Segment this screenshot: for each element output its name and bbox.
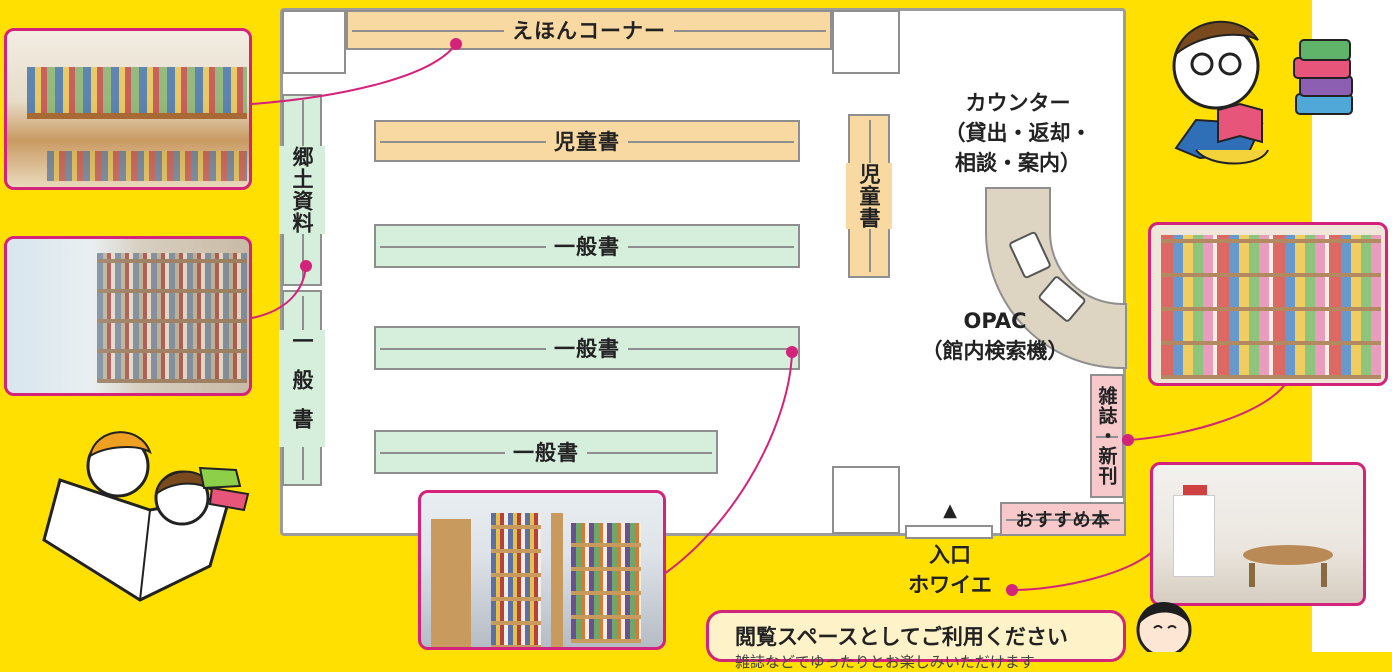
entrance-arrow: ▲ bbox=[943, 500, 957, 521]
counter-line-3: 相談・案内） bbox=[955, 151, 1081, 175]
recommended-label: おすすめ本 bbox=[1015, 510, 1111, 531]
child-reading-illustration bbox=[1172, 20, 1269, 165]
ippan-left-label: 一般書 bbox=[279, 329, 325, 447]
illustrations bbox=[42, 20, 1353, 652]
photo-ippan-shelves bbox=[418, 490, 666, 650]
ippan-row1-label: 一般書 bbox=[546, 231, 628, 261]
recommended-shelf: おすすめ本 bbox=[1000, 502, 1126, 536]
photo-magazines bbox=[1148, 222, 1388, 386]
children-reading-illustration bbox=[42, 431, 250, 602]
marker-dot bbox=[450, 38, 462, 50]
ippan-row2-label: 一般書 bbox=[546, 333, 628, 363]
magazine-label: 雑誌・新刊 bbox=[1095, 386, 1118, 486]
ippan-shelf-row-1: 一般書 bbox=[374, 224, 800, 268]
jidou-shelf-row: 児童書 bbox=[374, 120, 800, 162]
counter-line-1: カウンター bbox=[965, 91, 1071, 115]
marker-dot bbox=[300, 260, 312, 272]
leader-line bbox=[1127, 379, 1289, 441]
entrance-foyer-label: 入口 ホワイエ bbox=[890, 540, 1010, 600]
kyodo-shiryo-shelf: 郷土資料 bbox=[279, 94, 325, 286]
ippan-left-shelf: 一般書 bbox=[279, 290, 325, 486]
ippan-shelf-row-2: 一般書 bbox=[374, 326, 800, 370]
magazine-shelf: 雑誌・新刊 bbox=[1090, 374, 1124, 498]
jidou-row-label: 児童書 bbox=[546, 126, 628, 156]
callout-main-text: 閲覧スペースとしてご利用ください bbox=[735, 625, 1068, 649]
jidou-vertical-label: 児童書 bbox=[846, 163, 892, 229]
tablet-icon[interactable] bbox=[1009, 231, 1051, 279]
leader-line bbox=[251, 265, 307, 319]
map-drawing bbox=[251, 43, 1289, 591]
photo-ehon-corner bbox=[4, 28, 252, 190]
kyodo-shiryo-label: 郷土資料 bbox=[279, 146, 325, 234]
foyer-label: ホワイエ bbox=[908, 573, 992, 597]
books-stack-icon bbox=[1293, 39, 1353, 115]
entrance-label: 入口 bbox=[929, 543, 971, 567]
photo-foyer bbox=[1150, 462, 1366, 606]
photo-kyodo-shiryo bbox=[4, 236, 252, 396]
leader-line bbox=[663, 351, 793, 575]
ehon-corner-shelf: えほんコーナー bbox=[346, 10, 832, 50]
ehon-corner-label: えほんコーナー bbox=[504, 15, 674, 45]
marker-dot bbox=[1006, 584, 1018, 596]
leader-line bbox=[1011, 549, 1155, 591]
tablet-icon[interactable] bbox=[1038, 276, 1086, 322]
opac-label: OPAC （館内検索機） bbox=[900, 306, 1090, 366]
entrance-door bbox=[905, 525, 993, 539]
leader-line bbox=[251, 43, 457, 105]
corner-pillar bbox=[832, 10, 900, 74]
counter-line-2: （貸出・返却・ bbox=[944, 121, 1092, 145]
marker-dot bbox=[1122, 434, 1134, 446]
corner-pillar bbox=[832, 466, 900, 534]
marker-dot bbox=[786, 346, 798, 358]
counter-label: カウンター （貸出・返却・ 相談・案内） bbox=[918, 88, 1118, 178]
opac-line-2: （館内検索機） bbox=[921, 339, 1069, 363]
staff-face-illustration bbox=[1136, 602, 1192, 652]
jidou-vertical-shelf: 児童書 bbox=[846, 114, 892, 278]
opac-line-1: OPAC bbox=[963, 309, 1027, 333]
callout-sub-text: 雑誌などでゆったりとお楽しみいただけます bbox=[735, 653, 1035, 671]
ippan-shelf-row-3: 一般書 bbox=[374, 430, 718, 474]
ippan-row3-label: 一般書 bbox=[505, 437, 587, 467]
reading-space-callout: 閲覧スペースとしてご利用ください 雑誌などでゆったりとお楽しみいただけます bbox=[706, 610, 1126, 671]
corner-pillar bbox=[282, 10, 346, 74]
